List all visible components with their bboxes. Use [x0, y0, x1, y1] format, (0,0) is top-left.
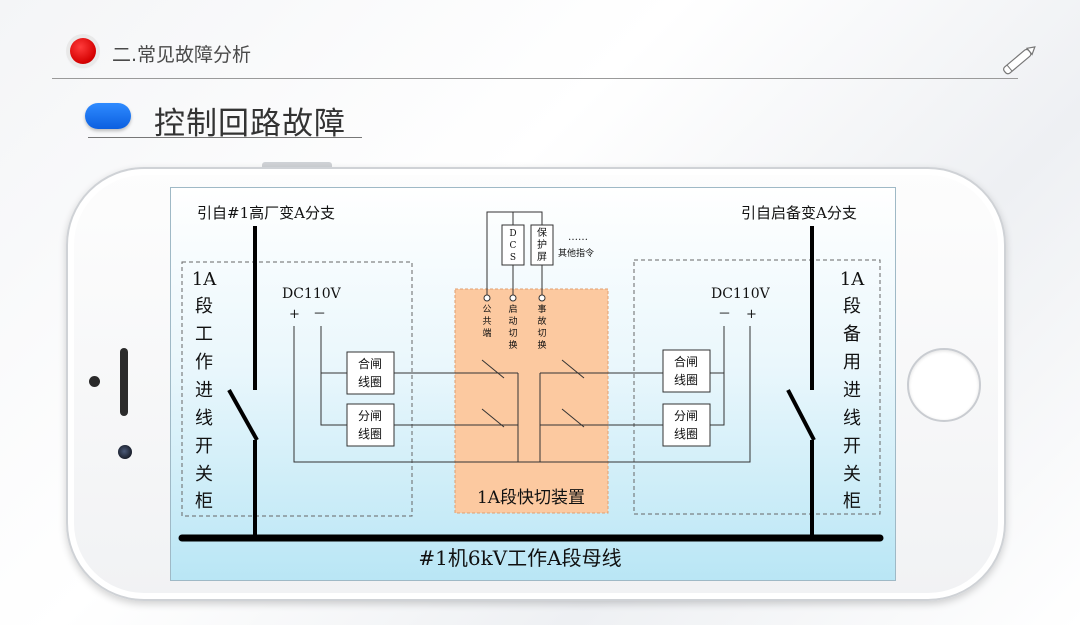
right-cabinet-char: 柜 — [843, 491, 861, 512]
left-cabinet-char: 线 — [195, 408, 213, 429]
terminal-start-label: 启 动 切 换 — [508, 303, 517, 351]
left-open-coil — [346, 403, 395, 447]
other-command-label: 其他指令 — [558, 247, 594, 259]
left-cabinet-frame — [181, 261, 413, 517]
phone-home-button — [907, 348, 981, 422]
right-cabinet-char: 用 — [843, 352, 861, 373]
left-cabinet-char: 段 — [195, 296, 213, 317]
red-bullet-icon — [70, 38, 96, 64]
busbar-label: #1机6kV工作A段母线 — [418, 546, 621, 570]
protection-char: 屏 — [537, 251, 547, 263]
terminal-fault — [538, 294, 546, 302]
protection-char: 保 — [537, 226, 547, 239]
pen-icon — [1003, 46, 1036, 75]
left-close-coil-line2: 线圈 — [358, 375, 382, 389]
term-char: 换 — [537, 339, 546, 351]
term-char: 换 — [508, 339, 517, 351]
slide-subtitle: 控制回路故障 — [154, 106, 346, 142]
right-cabinet-char: 备 — [843, 324, 861, 345]
left-cabinet-char: 开 — [195, 436, 213, 457]
term-char: 事 — [537, 303, 546, 315]
right-cabinet-frame — [633, 259, 881, 515]
left-cabinet-char: 柜 — [195, 491, 213, 512]
right-cabinet-char: 1A — [840, 269, 865, 290]
left-cabinet-char: 关 — [195, 464, 213, 485]
right-cabinet-char: 关 — [843, 464, 861, 485]
left-close-coil — [346, 351, 395, 395]
dcs-char: D — [509, 229, 516, 239]
protection-panel-box — [530, 224, 554, 266]
header-divider — [52, 78, 1018, 79]
left-source-label: 引自#1高厂变A分支 — [197, 204, 335, 222]
phone-camera-icon — [118, 445, 132, 459]
left-cabinet-char: 1A — [192, 269, 217, 290]
command-wiring — [486, 211, 543, 295]
section-title: 二.常见故障分析 — [112, 44, 252, 66]
dc-right-plus: + — [746, 307, 757, 322]
left-open-coil-line2: 线圈 — [358, 427, 382, 441]
blue-bullet-icon — [85, 103, 131, 129]
right-cabinet-label: 1A 段 备 用 进 线 开 关 柜 — [840, 269, 865, 512]
right-open-coil-line2: 线圈 — [674, 427, 698, 441]
left-control-wiring — [293, 326, 751, 463]
right-close-coil-line2: 线圈 — [674, 373, 698, 387]
right-close-coil-line1: 合闸 — [674, 354, 698, 369]
right-cabinet-char: 段 — [843, 296, 861, 317]
right-open-coil-line1: 分闸 — [674, 409, 698, 423]
phone-speaker — [120, 348, 128, 416]
right-cabinet-char: 开 — [843, 436, 861, 457]
dc-right-minus: － — [718, 307, 731, 322]
terminal-start — [509, 294, 517, 302]
term-char: 切 — [508, 328, 517, 339]
right-open-coil — [662, 403, 711, 447]
terminal-common — [483, 294, 491, 302]
right-cabinet-char: 线 — [843, 408, 861, 429]
other-dots: …… — [568, 232, 588, 243]
term-char: 启 — [508, 303, 517, 315]
dc-right-label: DC110V — [711, 286, 771, 302]
phone-sensor — [89, 376, 100, 387]
protection-char: 护 — [537, 238, 547, 251]
term-char: 动 — [508, 316, 517, 327]
device-label: 1A段快切装置 — [477, 488, 585, 508]
term-char: 切 — [537, 328, 546, 339]
left-close-coil-line1: 合闸 — [358, 356, 382, 371]
left-cabinet-char: 作 — [195, 352, 213, 373]
term-char: 端 — [482, 327, 491, 339]
slide-header: 二.常见故障分析 — [0, 0, 1080, 90]
terminal-fault-label: 事 故 切 换 — [537, 303, 546, 351]
term-char: 共 — [482, 316, 491, 327]
right-breaker-blade — [786, 389, 816, 441]
dc-left-minus: － — [313, 307, 326, 322]
fast-switch-device — [454, 288, 609, 514]
term-char: 故 — [537, 315, 546, 327]
dcs-char: C — [510, 241, 517, 251]
right-control-wiring — [539, 326, 725, 462]
left-cabinet-char: 工 — [195, 324, 213, 345]
dc-left-plus: + — [289, 307, 300, 322]
left-cabinet-label: 1A 段 工 作 进 线 开 关 柜 — [192, 269, 217, 512]
right-close-coil — [662, 349, 711, 393]
left-open-coil-line1: 分闸 — [358, 409, 382, 423]
term-char: 公 — [482, 304, 491, 315]
left-cabinet-char: 进 — [195, 380, 213, 401]
subtitle-underline — [88, 137, 362, 138]
right-source-label: 引自启备变A分支 — [741, 204, 857, 222]
phone-top-button — [262, 162, 332, 168]
right-cabinet-char: 进 — [843, 380, 861, 401]
dcs-box — [501, 224, 525, 266]
terminal-common-label: 公 共 端 — [482, 304, 491, 339]
left-breaker-blade — [227, 389, 259, 441]
dc-left-label: DC110V — [282, 286, 342, 302]
dcs-char: S — [510, 253, 516, 263]
